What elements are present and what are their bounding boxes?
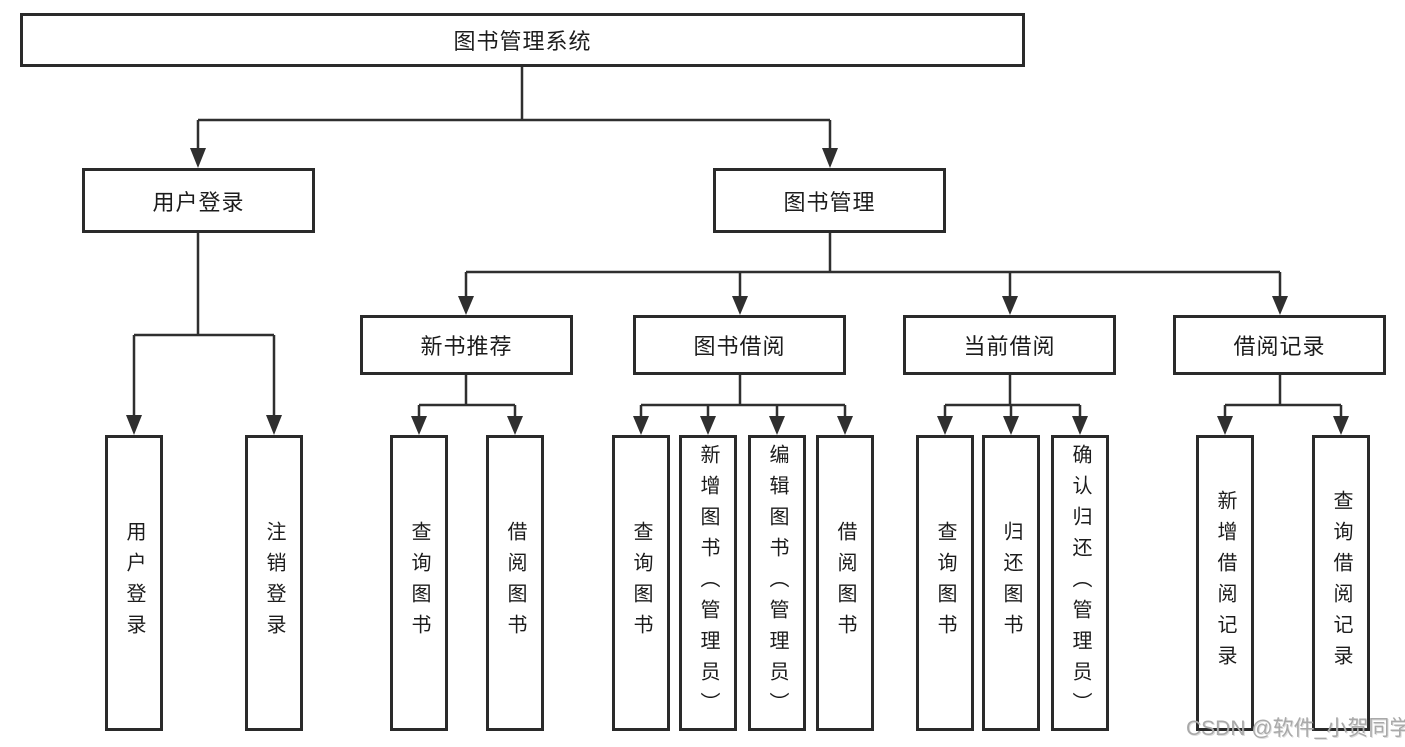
node-book-management: 图书管理 [713, 168, 946, 233]
leaf-cb-return-books: 归还图书 [982, 435, 1040, 731]
node-root: 图书管理系统 [20, 13, 1025, 67]
leaf-cb-confirm-return-admin: 确认归还（管理员） [1051, 435, 1109, 731]
node-root-label: 图书管理系统 [453, 29, 592, 54]
leaf-user-login-label: 用户登录 [123, 521, 145, 645]
leaf-cb-query-books-label: 查询图书 [934, 521, 956, 645]
leaf-br-query-record-label: 查询借阅记录 [1330, 490, 1352, 676]
node-user-login: 用户登录 [82, 168, 315, 233]
node-current-borrow-label: 当前借阅 [963, 334, 1056, 359]
node-borrow-records: 借阅记录 [1173, 315, 1386, 375]
node-current-borrow: 当前借阅 [903, 315, 1116, 375]
leaf-bb-edit-books-admin-label: 编辑图书（管理员） [766, 443, 788, 723]
leaf-nbr-borrow-books-label: 借阅图书 [504, 521, 526, 645]
node-book-management-label: 图书管理 [783, 189, 876, 215]
leaf-bb-borrow-books-label: 借阅图书 [834, 521, 856, 645]
leaf-nbr-query-books-label: 查询图书 [408, 521, 430, 645]
leaf-logout: 注销登录 [245, 435, 303, 731]
node-borrow-records-label: 借阅记录 [1233, 334, 1326, 359]
leaf-bb-add-books-admin-label: 新增图书（管理员） [697, 443, 719, 723]
node-new-book-recommend-label: 新书推荐 [420, 334, 513, 359]
leaf-cb-return-books-label: 归还图书 [1000, 521, 1022, 645]
leaf-br-query-record: 查询借阅记录 [1312, 435, 1370, 731]
leaf-cb-confirm-return-admin-label: 确认归还（管理员） [1069, 443, 1091, 723]
csdn-watermark: CSDN @软件_小贺同学 [1186, 717, 1405, 740]
leaf-nbr-borrow-books: 借阅图书 [486, 435, 544, 731]
node-book-borrow-label: 图书借阅 [693, 334, 786, 359]
leaf-bb-query-books-label: 查询图书 [630, 521, 652, 645]
leaf-logout-label: 注销登录 [263, 521, 285, 645]
leaf-cb-query-books: 查询图书 [916, 435, 974, 731]
node-book-borrow: 图书借阅 [633, 315, 846, 375]
leaf-bb-query-books: 查询图书 [612, 435, 670, 731]
leaf-br-add-record: 新增借阅记录 [1196, 435, 1254, 731]
leaf-bb-add-books-admin: 新增图书（管理员） [679, 435, 737, 731]
leaf-br-add-record-label: 新增借阅记录 [1214, 490, 1236, 676]
node-new-book-recommend: 新书推荐 [360, 315, 573, 375]
leaf-user-login: 用户登录 [105, 435, 163, 731]
arrowheads [126, 148, 1349, 435]
leaf-bb-edit-books-admin: 编辑图书（管理员） [748, 435, 806, 731]
leaf-bb-borrow-books: 借阅图书 [816, 435, 874, 731]
leaf-nbr-query-books: 查询图书 [390, 435, 448, 731]
node-user-login-label: 用户登录 [152, 189, 245, 215]
